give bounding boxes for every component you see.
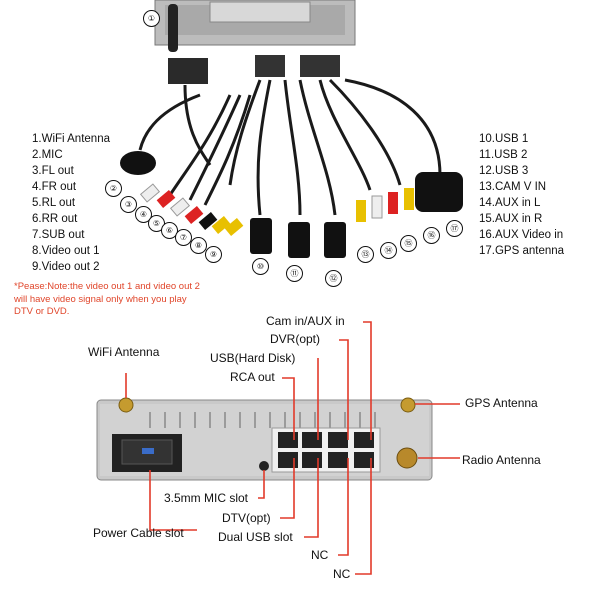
marker-3: ③ [120, 196, 137, 213]
list-item: 17.GPS antenna [479, 245, 565, 257]
marker-17: ⑰ [446, 220, 463, 237]
note-line: *Pease:Note:the video out 1 and video ou… [14, 281, 200, 292]
list-item: 13.CAM V IN [479, 181, 547, 193]
connector-list-right: 10.USB 1 11.USB 2 12.USB 3 13.CAM V IN 1… [479, 131, 564, 259]
label-mic-slot: 3.5mm MIC slot [164, 491, 249, 505]
marker-4: ④ [135, 206, 152, 223]
list-item: 5.RL out [32, 197, 76, 209]
marker-12: ⑫ [325, 270, 342, 287]
marker-7: ⑦ [175, 229, 192, 246]
label-dual-usb-slot: Dual USB slot [218, 530, 293, 544]
marker-10: ⑩ [252, 258, 269, 275]
label-nc-1: NC [311, 548, 329, 562]
list-item: 14.AUX in L [479, 197, 541, 209]
note-line: DTV or DVD. [14, 306, 70, 317]
video-out-note: *Pease:Note:the video out 1 and video ou… [14, 281, 200, 319]
marker-14: ⑭ [380, 242, 397, 259]
list-item: 3.FL out [32, 165, 74, 177]
marker-9: ⑨ [205, 246, 222, 263]
marker-1: ① [143, 10, 160, 27]
list-item: 6.RR out [32, 213, 78, 225]
marker-13: ⑬ [357, 246, 374, 263]
list-item: 9.Video out 2 [32, 261, 100, 273]
label-gps-antenna: GPS Antenna [465, 396, 538, 410]
marker-16: ⑯ [423, 227, 440, 244]
list-item: 12.USB 3 [479, 165, 529, 177]
list-item: 4.FR out [32, 181, 77, 193]
label-dvr: DVR(opt) [270, 332, 321, 346]
note-line: will have video signal only when you pla… [14, 293, 187, 305]
label-cam-aux-in: Cam in/AUX in [266, 314, 345, 328]
list-item: 2.MIC [32, 149, 63, 161]
label-nc-2: NC [333, 567, 351, 581]
label-radio-antenna: Radio Antenna [462, 453, 541, 467]
list-item: 15.AUX in R [479, 213, 543, 225]
marker-15: ⑮ [400, 235, 417, 252]
label-wifi-antenna: WiFi Antenna [88, 345, 160, 359]
label-rca-out: RCA out [230, 370, 275, 384]
list-item: 7.SUB out [32, 229, 85, 241]
list-item: 16.AUX Video in [479, 229, 564, 241]
marker-8: ⑧ [190, 237, 207, 254]
list-item: 8.Video out 1 [32, 245, 100, 257]
list-item: 1.WiFi Antenna [32, 133, 110, 145]
list-item: 11.USB 2 [479, 149, 528, 161]
list-item: 10.USB 1 [479, 133, 529, 145]
marker-11: ⑪ [286, 265, 303, 282]
marker-2: ② [105, 180, 122, 197]
label-usb-hard-disk: USB(Hard Disk) [210, 351, 296, 365]
label-power-cable-slot: Power Cable slot [93, 526, 184, 540]
connector-list-left: 1.WiFi Antenna 2.MIC 3.FL out 4.FR out 5… [32, 131, 110, 275]
label-dtv: DTV(opt) [222, 511, 271, 525]
